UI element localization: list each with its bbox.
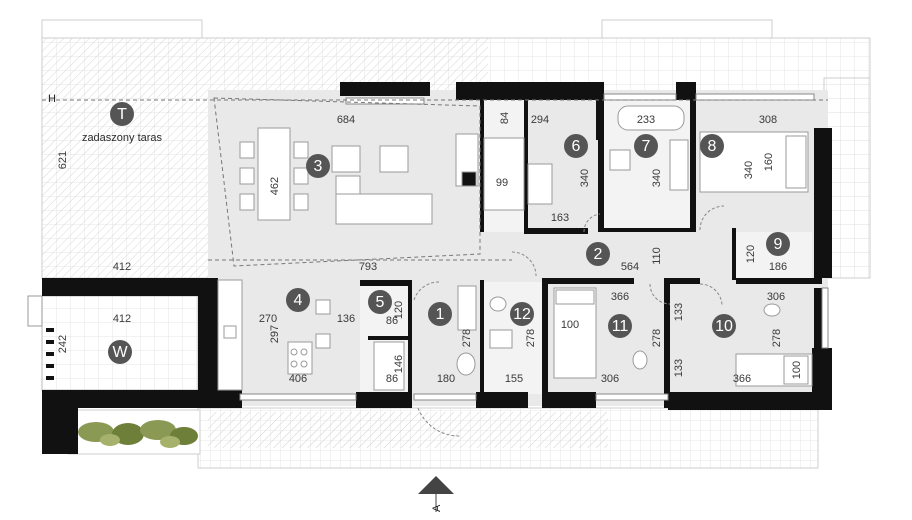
- walls: [42, 82, 832, 454]
- dim-kitchen-width: 270: [259, 313, 277, 325]
- dim-room11-height: 278: [651, 329, 663, 347]
- garden-ticks: [46, 328, 54, 380]
- garden-letter: W: [112, 344, 128, 361]
- dim-room10-height: 278: [771, 329, 783, 347]
- svg-text:10: 10: [715, 318, 733, 335]
- dim-closet9-width: 186: [769, 261, 787, 273]
- dim-bath6-height: 340: [579, 169, 591, 187]
- room-marker-3: 3: [306, 154, 330, 178]
- dim-bath6-top-b: 294: [531, 114, 549, 126]
- section-mark: A: [431, 504, 443, 512]
- garden-marker: W: [108, 340, 132, 364]
- dim-bath7-width: 233: [637, 114, 655, 126]
- room-marker-7: 7: [634, 134, 658, 158]
- dim-living-depth: 462: [269, 177, 281, 195]
- room-marker-4: 4: [286, 288, 310, 312]
- room-marker-2: 2: [586, 242, 610, 266]
- dim-terrace-height: 621: [57, 151, 69, 169]
- dim-bath6-bottom: 163: [551, 212, 569, 224]
- windows: [239, 93, 829, 401]
- dim-pantry-width: 136: [337, 313, 355, 325]
- svg-text:2: 2: [594, 246, 603, 263]
- room-marker-6: 6: [564, 134, 588, 158]
- room-furniture: [373, 105, 813, 391]
- dim-room10-bed: 100: [791, 361, 803, 379]
- dim-room11-top: 366: [611, 291, 629, 303]
- dim-terrace-width: 412: [113, 261, 131, 273]
- dim-bath6-top-a: 84: [499, 112, 511, 124]
- dim-closet9-height: 120: [745, 245, 757, 263]
- doors: [413, 205, 725, 437]
- living-furniture: [239, 127, 525, 225]
- terrace-letter: T: [117, 106, 127, 123]
- svg-text:8: 8: [708, 138, 717, 155]
- dimension-labels: 621 412 412 242 684 462 793 84 294 340 1…: [57, 112, 803, 385]
- room-marker-10: 10: [712, 314, 736, 338]
- svg-text:11: 11: [612, 318, 629, 335]
- dim-kitchen-depth: 297: [269, 325, 281, 343]
- section-arrow-icon: [418, 476, 454, 512]
- dim-room1-width: 180: [437, 373, 455, 385]
- dim-bed8-height: 340: [743, 161, 755, 179]
- dim-total-width: 793: [359, 261, 377, 273]
- room-markers: 1 2 3 4 5 6 7 8 9 10 11 12: [286, 134, 790, 338]
- dim-bed8-width: 308: [759, 114, 777, 126]
- dim-living-width: 684: [337, 114, 355, 126]
- svg-text:6: 6: [572, 138, 581, 155]
- dim-hall-height: 110: [651, 247, 663, 265]
- dim-room1-height: 278: [461, 329, 473, 347]
- terrace-marker: T: [110, 102, 134, 126]
- dim-stair-width: 99: [496, 177, 508, 189]
- dim-room10-closet: 133: [673, 359, 685, 377]
- dim-wc-width: 86: [386, 373, 398, 385]
- svg-text:12: 12: [513, 306, 531, 323]
- terrace-label: zadaszony taras: [82, 132, 163, 144]
- garden-plants: [78, 420, 198, 448]
- kitchen-furniture: [217, 279, 331, 391]
- dim-room10-top: 306: [767, 291, 785, 303]
- svg-text:9: 9: [774, 236, 783, 253]
- dim-room11-bed: 100: [561, 319, 579, 331]
- room-marker-8: 8: [700, 134, 724, 158]
- dim-room12-height: 278: [525, 329, 537, 347]
- side-mark: H: [48, 93, 56, 105]
- dim-garden-height: 242: [57, 335, 69, 353]
- roof-outline: [42, 97, 828, 267]
- dim-hall-width: 564: [621, 261, 639, 273]
- dim-wc-height: 146: [393, 355, 405, 373]
- room-marker-5: 5: [368, 290, 392, 314]
- room-marker-11: 11: [608, 314, 632, 338]
- dim-kitchen-bottom: 406: [289, 373, 307, 385]
- dim-room11-bottom: 306: [601, 373, 619, 385]
- svg-text:1: 1: [436, 306, 445, 323]
- dim-pantry-height: 120: [393, 301, 405, 319]
- svg-text:7: 7: [642, 138, 651, 155]
- svg-text:4: 4: [294, 292, 303, 309]
- svg-text:5: 5: [376, 294, 385, 311]
- dim-pantry-inner: 86: [386, 315, 398, 327]
- dim-closet11-height: 133: [673, 303, 685, 321]
- room-marker-9: 9: [766, 232, 790, 256]
- dim-garden-width: 412: [113, 313, 131, 325]
- dim-room12-width: 155: [505, 373, 523, 385]
- dim-bath7-height: 340: [651, 169, 663, 187]
- dim-room10-bottom: 366: [733, 373, 751, 385]
- room-marker-1: 1: [428, 302, 452, 326]
- svg-text:3: 3: [314, 158, 323, 175]
- room-marker-12: 12: [510, 302, 534, 326]
- dim-bed8-bed: 160: [763, 153, 775, 171]
